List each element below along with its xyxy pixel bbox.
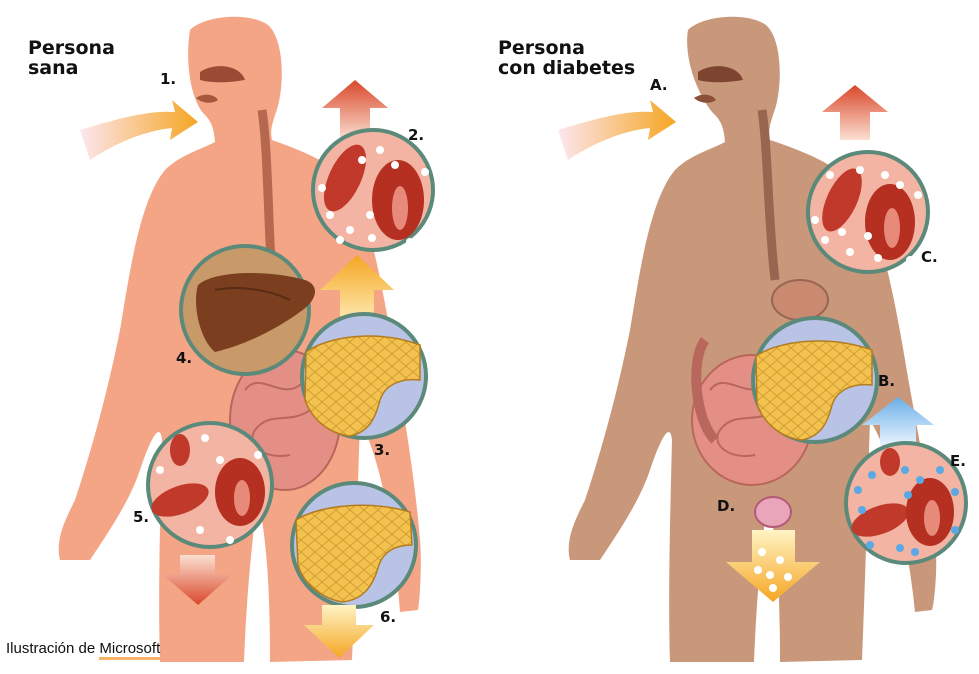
diabetes-bladder: [755, 497, 791, 527]
credit-brand: Microsoft: [99, 640, 160, 660]
diabetes-label-b: B.: [878, 372, 895, 390]
diabetes-label-e: E.: [950, 452, 966, 470]
healthy-label-6: 6.: [380, 608, 396, 626]
diabetes-stomach: [772, 280, 828, 320]
healthy-label-1: 1.: [160, 70, 176, 88]
healthy-title: Persona sana: [28, 38, 115, 78]
diabetes-arrow-up-c: [822, 85, 888, 140]
illustration-credit: Ilustración de Microsoft: [6, 640, 160, 657]
diabetes-air-arrow: [558, 100, 676, 160]
credit-prefix: Ilustración de: [6, 640, 95, 657]
diabetes-label-a: A.: [650, 76, 668, 94]
diabetes-pancreas-circle-b: [753, 318, 877, 442]
diabetes-label-c: C.: [921, 248, 938, 266]
healthy-pancreas-circle-3: [302, 314, 426, 438]
healthy-air-arrow: [80, 100, 198, 160]
diabetes-blood-circle-e: [846, 443, 966, 563]
healthy-blood-circle-5: [147, 423, 272, 547]
healthy-label-3: 3.: [374, 441, 390, 459]
diabetes-blood-circle-c: [808, 152, 928, 272]
healthy-blood-circle-2: [313, 130, 433, 250]
healthy-label-4: 4.: [176, 349, 192, 367]
healthy-label-5: 5.: [133, 508, 149, 526]
diabetes-label-d: D.: [717, 497, 735, 515]
healthy-pancreas-circle-6: [292, 483, 416, 607]
diabetes-title: Persona con diabetes: [498, 38, 635, 78]
healthy-label-2: 2.: [408, 126, 424, 144]
